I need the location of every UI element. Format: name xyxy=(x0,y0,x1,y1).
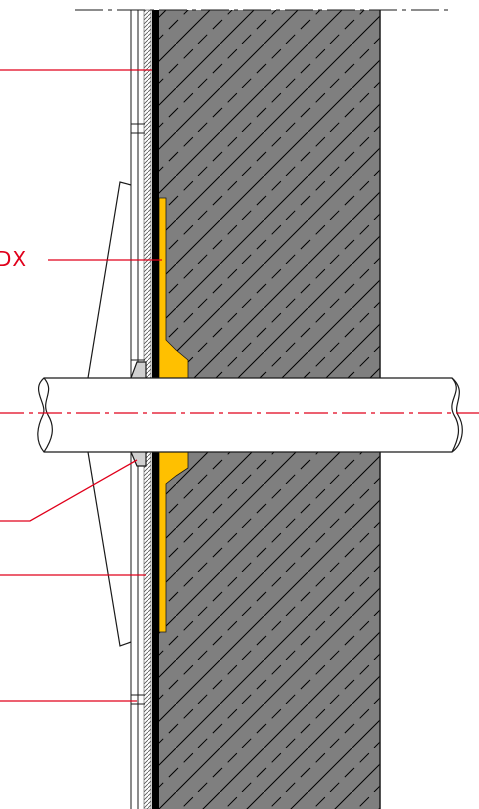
outer-board xyxy=(130,10,145,809)
pipe xyxy=(37,377,463,453)
callout-label: DX xyxy=(0,247,28,271)
centerlines xyxy=(0,9,479,414)
leader-lines xyxy=(0,69,162,702)
sealant-ring xyxy=(158,197,189,633)
waterproof-membrane xyxy=(152,10,159,809)
leader-line-3 xyxy=(0,459,138,522)
pipe-collar xyxy=(87,181,147,647)
